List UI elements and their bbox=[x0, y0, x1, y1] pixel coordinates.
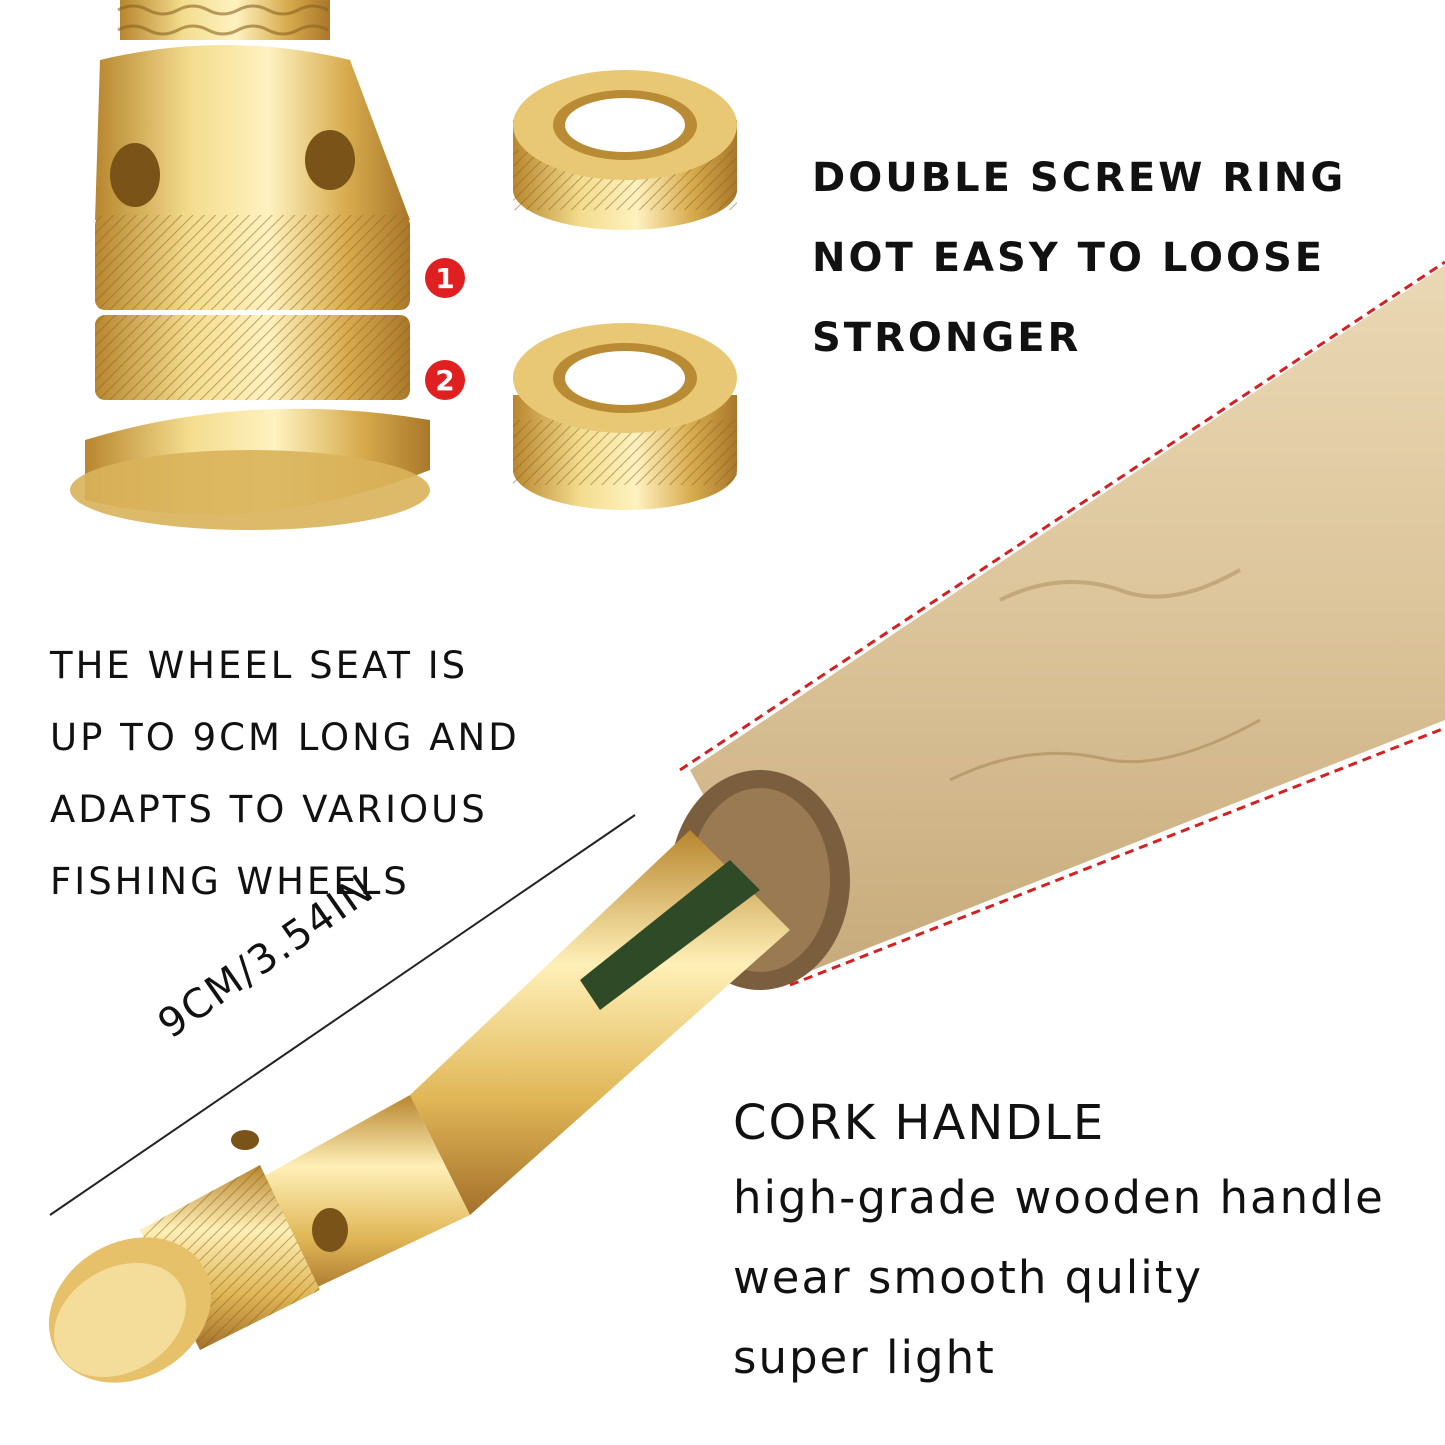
feature-list: DOUBLE SCREW RING NOT EASY TO LOOSE STRO… bbox=[812, 138, 1346, 378]
screw-ring-2 bbox=[513, 323, 737, 510]
wheel-seat-line-2: UP TO 9CM LONG AND bbox=[50, 716, 520, 759]
feature-line-2: NOT EASY TO LOOSE bbox=[812, 235, 1326, 281]
rod-reel-seat bbox=[48, 830, 790, 1383]
feature-line-3: STRONGER bbox=[812, 315, 1082, 361]
cork-handle-description: CORK HANDLE high-grade wooden handle wea… bbox=[733, 1088, 1385, 1398]
wheel-seat-line-1: THE WHEEL SEAT IS bbox=[50, 644, 469, 687]
feature-line-1: DOUBLE SCREW RING bbox=[812, 155, 1347, 201]
cork-line-3: super light bbox=[733, 1331, 996, 1384]
badge-two: 2 bbox=[425, 360, 465, 400]
wheel-seat-line-3: ADAPTS TO VARIOUS bbox=[50, 788, 488, 831]
dimension-line bbox=[49, 814, 636, 1216]
wheel-seat-line-4: FISHING WHEELS bbox=[50, 860, 410, 903]
screw-ring-1 bbox=[513, 70, 737, 230]
cork-line-1: high-grade wooden handle bbox=[733, 1171, 1385, 1224]
cork-line-2: wear smooth qulity bbox=[733, 1251, 1204, 1304]
reel-seat-closeup bbox=[70, 0, 430, 530]
wheel-seat-description: THE WHEEL SEAT IS UP TO 9CM LONG AND ADA… bbox=[50, 630, 520, 918]
cork-title: CORK HANDLE bbox=[733, 1095, 1106, 1151]
badge-one: 1 bbox=[425, 258, 465, 298]
